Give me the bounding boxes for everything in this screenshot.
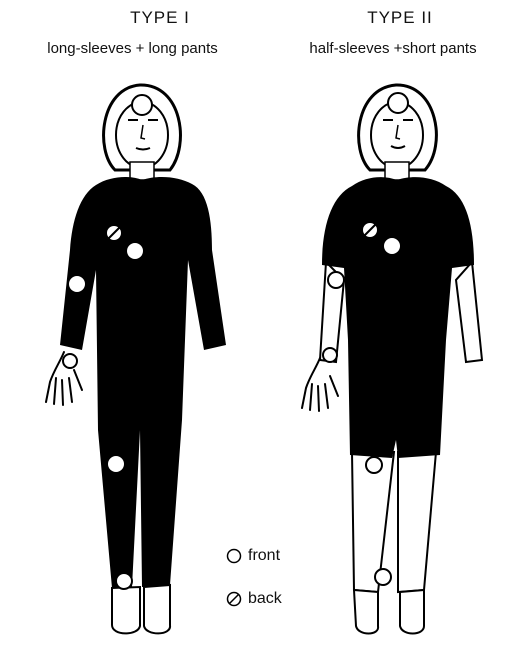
- marker-front: [366, 457, 382, 473]
- legend-back: back: [226, 590, 282, 608]
- type2-suit: [322, 177, 474, 458]
- marker-front: [116, 573, 132, 589]
- legend-back-label: back: [248, 590, 282, 608]
- marker-front: [388, 93, 408, 113]
- legend-front-label: front: [248, 547, 280, 565]
- legend-front: front: [226, 547, 280, 565]
- marker-front: [328, 272, 344, 288]
- marker-front: [323, 348, 337, 362]
- marker-front: [69, 276, 85, 292]
- slashed-circle-icon: [226, 591, 242, 607]
- marker-front: [132, 95, 152, 115]
- marker-front: [384, 238, 400, 254]
- type1-figure: [46, 85, 518, 633]
- marker-back: [106, 225, 122, 241]
- marker-back: [362, 222, 378, 238]
- marker-front: [108, 456, 124, 472]
- marker-front: [375, 569, 391, 585]
- marker-front: [63, 354, 77, 368]
- open-circle-icon: [226, 548, 242, 564]
- marker-front: [127, 243, 143, 259]
- type1-suit: [60, 177, 226, 588]
